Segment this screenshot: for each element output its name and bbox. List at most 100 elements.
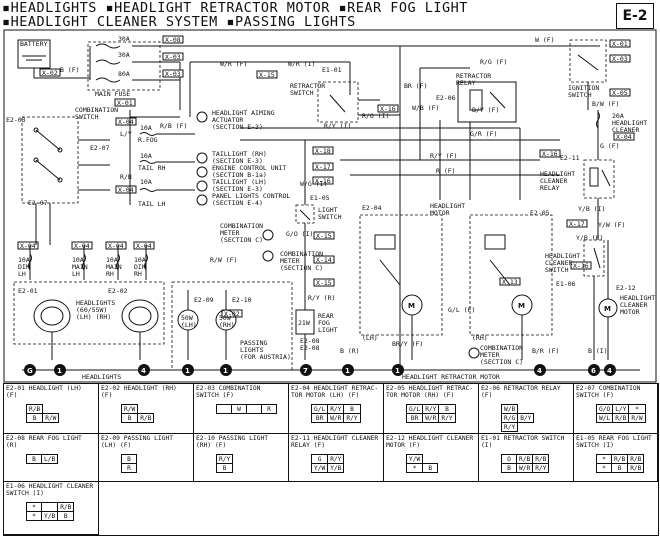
pin-color-cell: R/Y (422, 404, 440, 414)
pin-color-cell: B (422, 463, 439, 473)
diagram-frame (3, 29, 657, 383)
page-title-line2: ▪HEADLIGHT CLEANER SYSTEM ▪PASSING LIGHT… (2, 14, 356, 30)
wire-color-label: W/B (F) (412, 104, 439, 112)
connector-label: E2-04 (362, 204, 382, 212)
retractor-motor-lh-box (359, 214, 443, 336)
connector-legend-cell: E1-06 HEADLIGHT CLEANER SWITCH (I)*R/B*Y… (4, 482, 99, 535)
reference-box-label: X-04 (108, 242, 124, 250)
pin-color-cell: * (596, 454, 612, 464)
pin-color-cell: R/B (25, 404, 44, 414)
pin-color-cell: O (501, 454, 517, 464)
main-fuse-block (87, 41, 161, 91)
wire-color-label: W/R (I) (288, 60, 315, 68)
wire-color-label: B (F) (60, 66, 80, 74)
pin-color-cell: G (310, 454, 329, 464)
pin-color-cell: * (405, 463, 424, 473)
wire-color-label: Y/B (F) (576, 234, 603, 242)
reference-box-label: X-08 (165, 36, 181, 44)
reference-box-label: X-15 (316, 279, 332, 287)
reference-box-label: X-13 (502, 278, 518, 286)
reference-box-label: X-04 (20, 242, 36, 250)
pin-color-cell (246, 404, 262, 414)
component-label: TAIL LH (138, 200, 165, 208)
wire-color-label: G/R (F) (470, 130, 497, 138)
connector-label: E2-10 (232, 296, 252, 304)
reference-box-label: X-04 (118, 118, 134, 126)
wire-color-label: W/R (F) (220, 60, 247, 68)
wire-color-label: R (F) (436, 167, 456, 175)
connector-legend-title: E2-09 PASSING LIGHT (LH) (F) (101, 435, 174, 449)
ground-label: HEADLIGHTS (82, 373, 121, 381)
pin-color-cell: B (25, 413, 44, 423)
connector-label: E1-06 (556, 280, 576, 288)
reference-box-label: X-02 (42, 69, 58, 77)
svg-text:M: M (518, 302, 525, 310)
ground-number: 1 (185, 367, 190, 375)
pin-color-cell: W/L (595, 413, 614, 423)
wire-color-label: R/Y (F) (430, 152, 457, 160)
connector-legend-title: E2-11 HEADLIGHT CLEANER RELAY (F) (291, 435, 379, 449)
retractor-switch-box (317, 81, 359, 123)
connector-legend-title: E2-02 HEADLIGHT (RH) (F) (101, 385, 177, 399)
component-label: 50W(LH) (181, 314, 197, 329)
connector-legend-title: E2-12 HEADLIGHT CLEANER MOTOR (F) (386, 435, 474, 449)
ground-number: 1 (345, 367, 350, 375)
connector-label: E2-09 (194, 296, 214, 304)
headlight-rh (121, 299, 159, 333)
page-title-line1: ▪HEADLIGHTS ▪HEADLIGHT RETRACTOR MOTOR ▪… (2, 0, 468, 16)
connector-label: E2-01 (18, 287, 38, 295)
pin-color-cell: * (628, 404, 646, 414)
ground-label: G (27, 367, 33, 375)
connector-legend-title: E2-04 HEADLIGHT RETRAC- TOR MOTOR (LH) (… (291, 385, 379, 399)
ground-number: 1 (395, 367, 400, 375)
ground-number: 7 (303, 367, 308, 375)
ground-number: 1 (223, 367, 228, 375)
pin-color-cell: R/B (612, 413, 630, 423)
wire-color-label: BR (F) (404, 82, 427, 90)
component-label: 21W (298, 319, 310, 327)
connector-legend-title: E1-05 REAR FOG LIGHT SWITCH (I) (576, 435, 652, 449)
reference-box-label: X-04 (616, 133, 632, 141)
pin-color-cell: R/Y (500, 422, 519, 432)
connector-legend-cell: E2-12 HEADLIGHT CLEANER MOTOR (F) Y/W*B (384, 434, 479, 482)
pin-color-cell: B (57, 511, 75, 521)
wire-color-label: B (I) (588, 347, 608, 355)
connector-label: E2-05 (530, 209, 550, 217)
wire-color-label: R/W (F) (210, 256, 237, 264)
component-label: 50W(RH) (219, 314, 235, 329)
component-label: (LH) (362, 334, 378, 342)
pin-color-cell: B (501, 463, 517, 473)
pin-color-cell: B (121, 454, 137, 464)
pin-color-cell: B (610, 463, 629, 473)
component-label: R.FOG (138, 136, 158, 144)
connector-label: E2-03 (6, 116, 26, 124)
pin-color-cell: R (261, 404, 277, 414)
page-code-box: E-2 (616, 3, 654, 29)
connector-label: E2-08 (300, 337, 320, 345)
reference-box-label: X-18 (315, 147, 331, 155)
reference-box-label: X-17 (569, 220, 585, 228)
pin-color-cell: * (26, 502, 42, 512)
pin-color-cell: W/B (500, 404, 519, 414)
pin-color-cell: Y/W (405, 454, 424, 464)
connector-legend-title: E2-03 COMBINATION SWITCH (F) (196, 385, 261, 399)
pin-color-cell: R/W (42, 413, 60, 423)
connector-pinout-table: Y/W*B (405, 454, 439, 473)
ground-number: 4 (607, 367, 612, 375)
ground-markers (24, 364, 616, 376)
component-label: ENGINE CONTROL UNIT(SECTION B-1a) (212, 164, 286, 179)
pin-color-cell: R/B (57, 502, 75, 512)
